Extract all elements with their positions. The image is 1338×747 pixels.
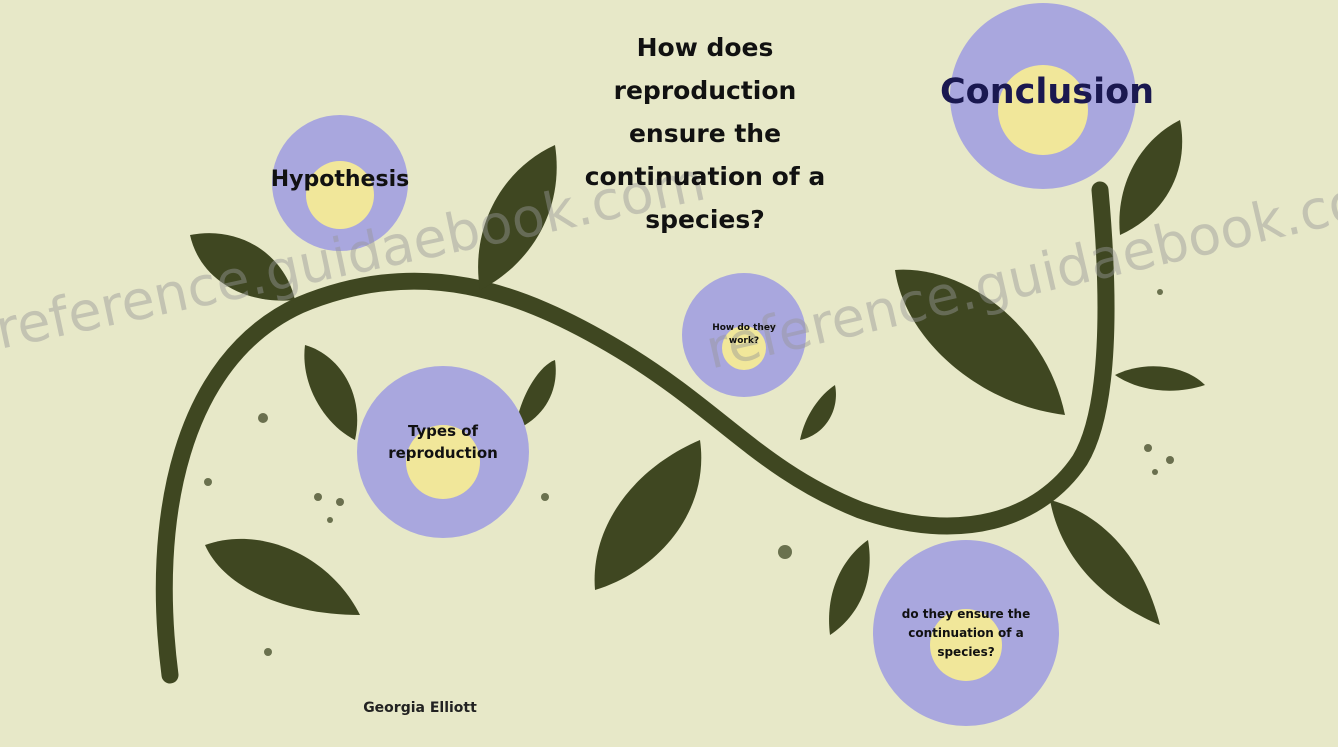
seed-dot (204, 478, 212, 486)
conclusion-label[interactable]: Conclusion (940, 72, 1146, 112)
seed-dot (541, 493, 549, 501)
leaf (478, 145, 557, 290)
types-label[interactable]: Types of reproduction (385, 420, 501, 464)
leaf (800, 385, 836, 440)
seed-dot (264, 648, 272, 656)
author-name: Georgia Elliott (345, 700, 495, 716)
how-label[interactable]: How do they work? (712, 322, 776, 348)
leaf (829, 540, 870, 635)
main-question-title: How does reproduction ensure the continu… (570, 26, 840, 241)
leaf (304, 345, 357, 440)
hypothesis-label[interactable]: Hypothesis (255, 167, 425, 192)
leaf (895, 270, 1065, 415)
seed-dot (778, 545, 792, 559)
ensure-label[interactable]: do they ensure the continuation of a spe… (893, 605, 1039, 662)
leaf (205, 539, 360, 615)
leaf (1119, 120, 1182, 235)
seed-dot (1152, 469, 1158, 475)
leaf (1050, 500, 1160, 625)
seed-dot (336, 498, 344, 506)
leaf (1115, 366, 1205, 390)
seed-dot (1157, 289, 1163, 295)
seed-dot (258, 413, 268, 423)
seed-dot (1166, 456, 1174, 464)
seed-dot (314, 493, 322, 501)
leaf (595, 440, 702, 590)
seed-dot (1144, 444, 1152, 452)
seed-dot (327, 517, 333, 523)
leaf (190, 233, 295, 301)
